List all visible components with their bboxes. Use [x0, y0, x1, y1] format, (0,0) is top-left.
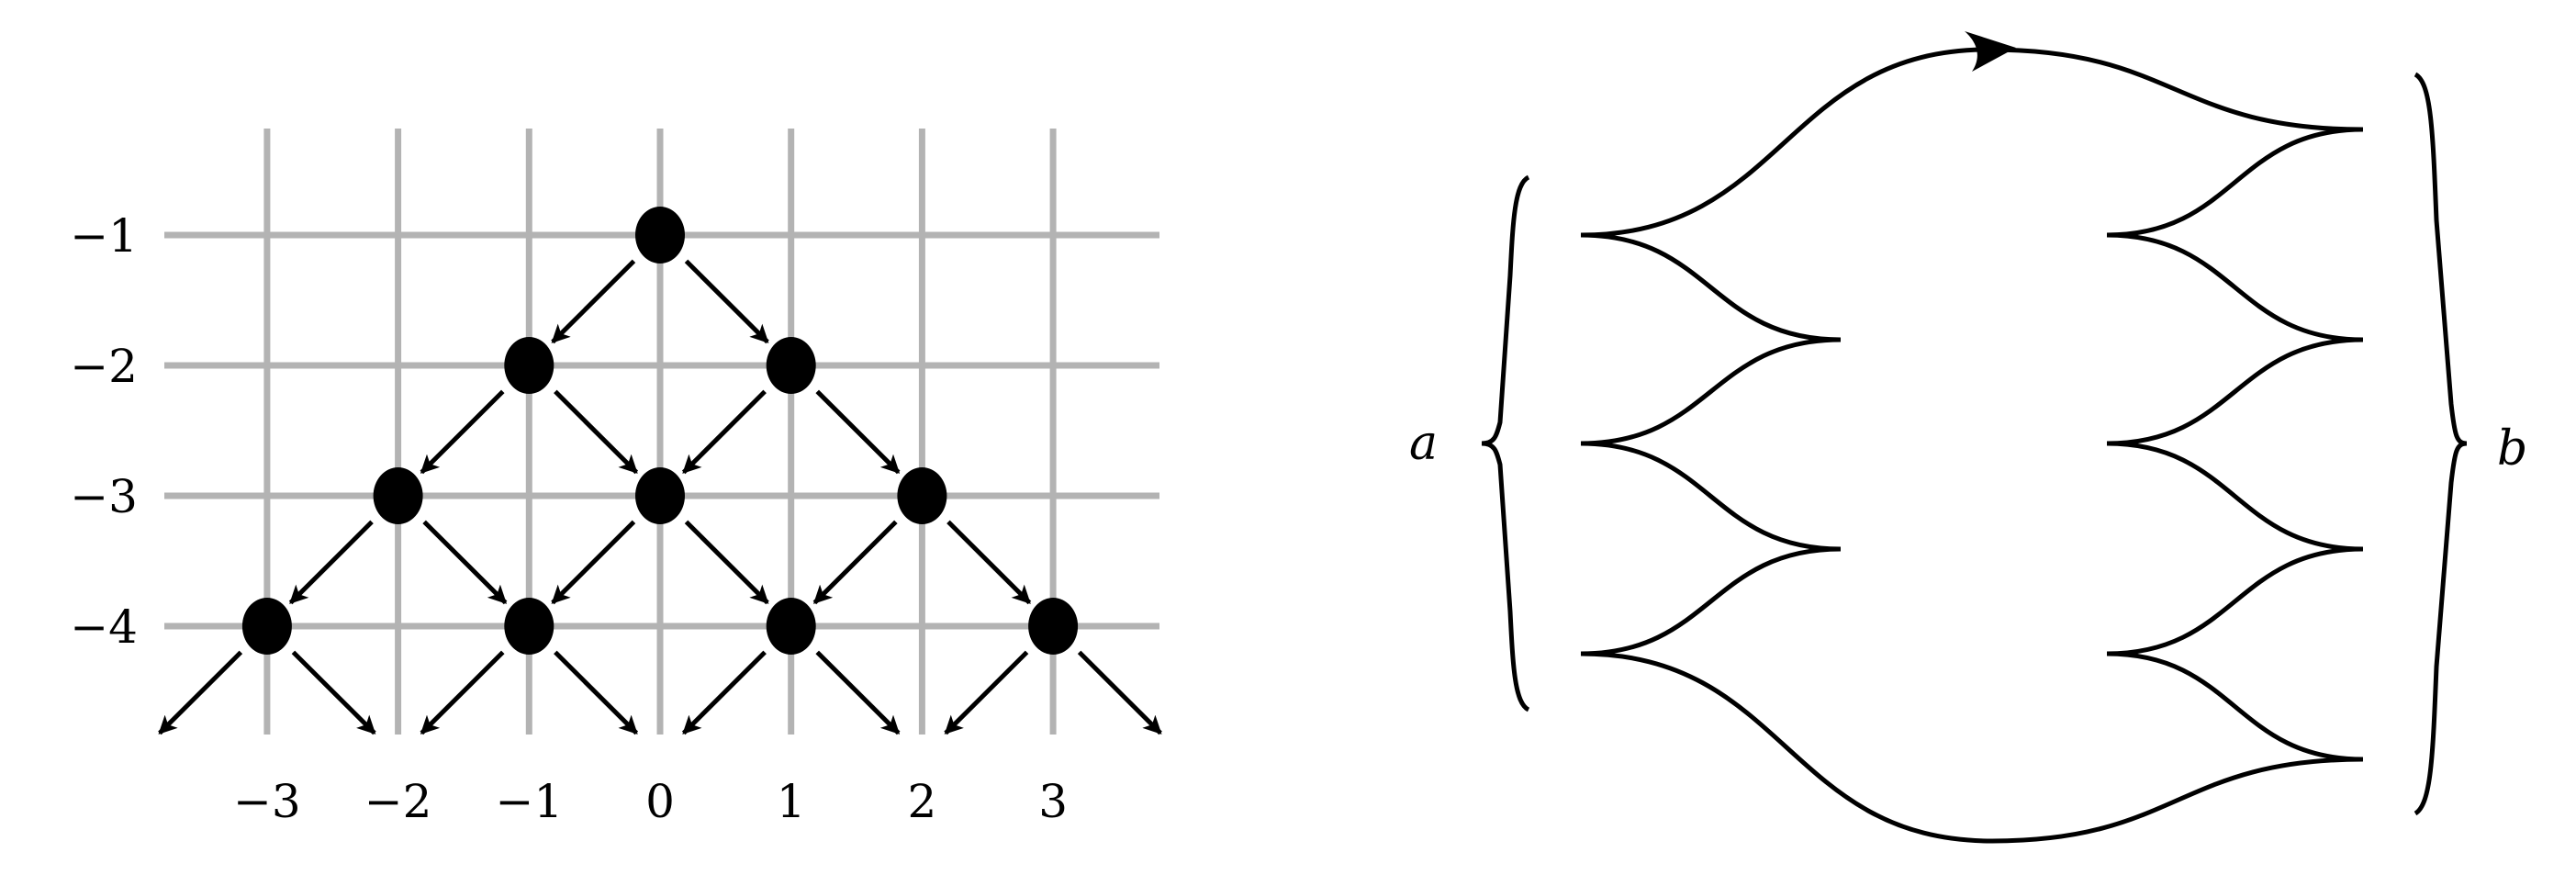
lattice-node: [635, 207, 685, 264]
arrow-icon: [422, 520, 508, 605]
arrow-icon: [944, 650, 1029, 735]
right-brace: [2414, 72, 2468, 816]
label-b: b: [2497, 421, 2527, 477]
graph-curve: [2106, 546, 2364, 656]
graph-curve: [2106, 127, 2364, 238]
lattice-node: [897, 467, 947, 524]
arrow-icon: [684, 520, 769, 605]
graph-curve: [1988, 47, 2364, 132]
grid-lines: [164, 129, 1159, 735]
graph-curve: [1580, 441, 1842, 552]
x-tick-label: 2: [907, 775, 936, 828]
lattice-node: [504, 337, 554, 394]
y-tick-label: −2: [70, 340, 138, 393]
x-tick-label: −1: [495, 775, 563, 828]
graph-curve: [1580, 337, 1842, 446]
arrow-icon: [681, 650, 767, 735]
x-tick-label: 3: [1038, 775, 1068, 828]
y-tick-label: −4: [70, 600, 138, 654]
arrow-icon: [420, 650, 505, 735]
arrow-icon: [158, 650, 243, 735]
graph-curve: [2106, 337, 2364, 446]
arrow-icon: [1077, 650, 1162, 735]
left-brace: [1481, 174, 1530, 712]
arrow-icon: [291, 650, 376, 735]
graph-curve: [2106, 441, 2364, 552]
graph-curve: [2106, 651, 2364, 762]
arrow-icon: [815, 389, 901, 475]
nodes: [241, 207, 1079, 655]
graph-curve: [1580, 47, 1989, 238]
x-tick-label: 0: [645, 775, 675, 828]
arrow-icon: [812, 520, 898, 605]
x-axis-labels: −3 −2 −1 0 1 2 3: [233, 775, 1068, 828]
x-tick-label: 1: [777, 775, 806, 828]
graph-curve: [1580, 651, 1993, 844]
curves: [1580, 47, 2364, 844]
arrow-icon: [420, 389, 505, 475]
lattice-node: [766, 337, 816, 394]
x-tick-label: −3: [233, 775, 301, 828]
x-tick-label: −2: [364, 775, 432, 828]
lattice-node: [766, 598, 816, 655]
graph-curve: [1991, 757, 2364, 844]
label-a: a: [1409, 416, 1438, 471]
arrow-icon: [551, 520, 636, 605]
lattice-node: [373, 467, 423, 524]
arrow-icon: [815, 650, 901, 735]
lattice-node: [1028, 598, 1079, 655]
lattice-diagram: −3 −2 −1 0 1 2 3 −1 −2 −3 −4: [70, 129, 1162, 828]
graph-curve: [2106, 232, 2364, 342]
arrow-icon: [681, 389, 767, 475]
lattice-node: [504, 598, 554, 655]
graph-curve: [1580, 232, 1842, 342]
arrow-icon: [684, 259, 769, 344]
arrow-icon: [946, 520, 1032, 605]
y-tick-label: −1: [70, 209, 138, 263]
lattice-node: [241, 598, 292, 655]
arrow-icon: [554, 389, 639, 475]
y-tick-label: −3: [70, 470, 138, 523]
arrow-icon: [288, 520, 374, 605]
arrow-icon: [551, 259, 636, 344]
graph-curve: [1580, 546, 1842, 656]
lattice-node: [635, 467, 685, 524]
arrow-icon: [554, 650, 639, 735]
arrows: [158, 259, 1162, 735]
y-axis-labels: −1 −2 −3 −4: [70, 209, 138, 654]
arrowhead-icon: [1965, 31, 2016, 72]
